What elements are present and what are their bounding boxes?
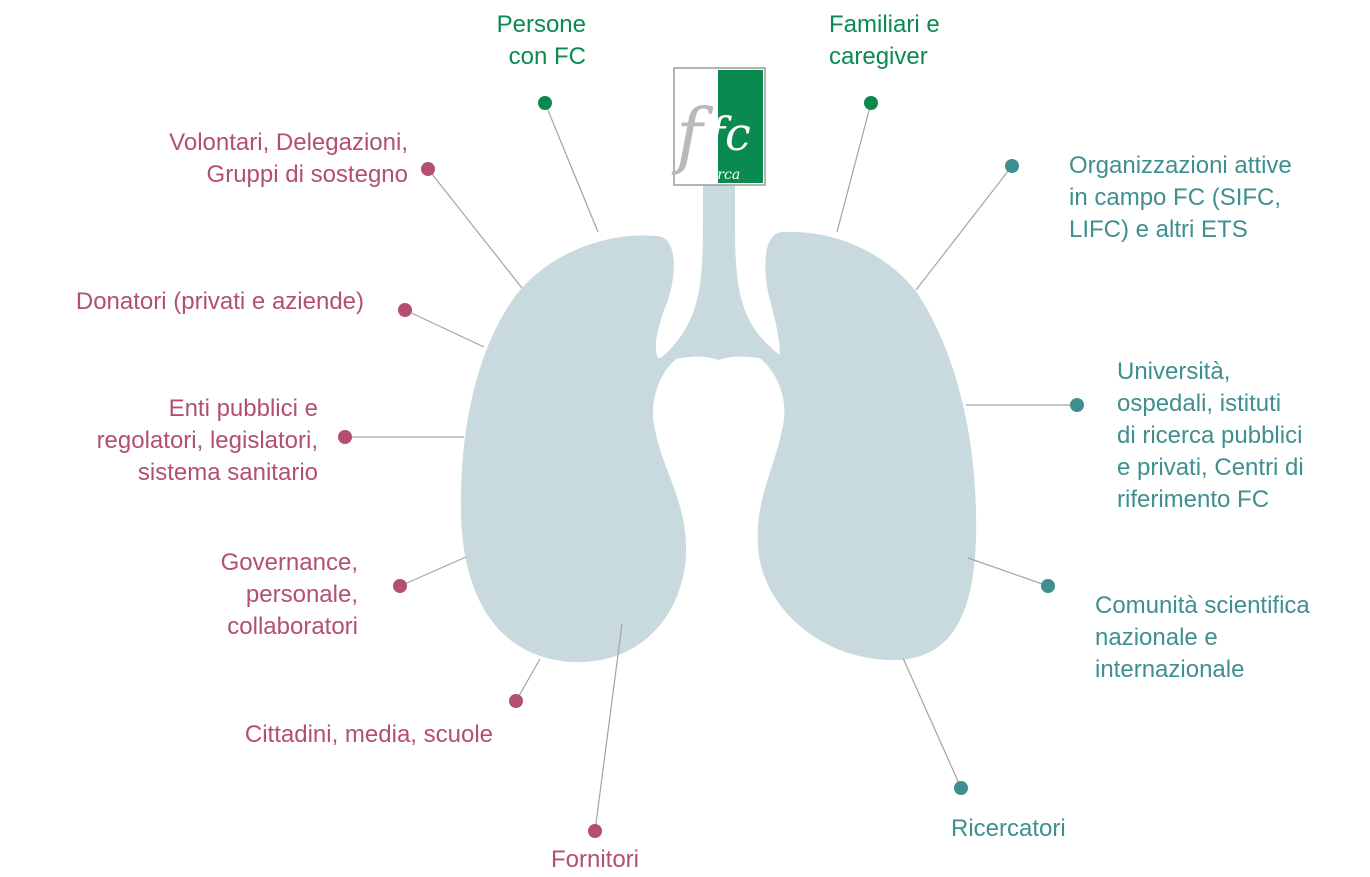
label-ricercatori: Ricercatori <box>951 813 1151 845</box>
connector-dot-volontari <box>421 162 435 176</box>
logo-letters-fc: fc <box>705 107 751 161</box>
label-enti-pubblici: Enti pubblici e regolatori, legislatori,… <box>10 393 318 489</box>
label-familiari-caregiver: Familiari e caregiver <box>829 9 1049 73</box>
connector-dot-donatori <box>398 303 412 317</box>
connector-dot-comunita <box>1041 579 1055 593</box>
connector-line-governance <box>400 557 466 586</box>
connector-dot-ricercatori <box>954 781 968 795</box>
lungs-illustration <box>461 185 976 662</box>
connector-line-donatori <box>405 310 484 347</box>
connector-dot-enti <box>338 430 352 444</box>
connector-line-organizzazioni <box>916 166 1012 290</box>
label-governance-personale: Governance, personale, collaboratori <box>100 547 358 643</box>
label-volontari-delegazioni: Volontari, Delegazioni, Gruppi di sosteg… <box>60 127 408 191</box>
label-universita-ospedali: Università, ospedali, istituti di ricerc… <box>1117 356 1367 516</box>
connector-dot-governance <box>393 579 407 593</box>
connector-dot-organizzazioni <box>1005 159 1019 173</box>
label-comunita-scientifica: Comunità scientifica nazionale e interna… <box>1095 590 1367 686</box>
label-donatori: Donatori (privati e aziende) <box>10 286 364 318</box>
label-organizzazioni: Organizzazioni attive in campo FC (SIFC,… <box>1069 150 1364 246</box>
logo-word-ricerca: ricerca <box>690 167 740 183</box>
connector-dot-persone <box>538 96 552 110</box>
connector-line-cittadini <box>516 659 540 701</box>
connector-line-familiari <box>837 103 871 232</box>
label-cittadini-media-scuole: Cittadini, media, scuole <box>140 719 493 751</box>
label-persone-con-fc: Persone con FC <box>430 9 586 73</box>
connector-dot-familiari <box>864 96 878 110</box>
label-fornitori: Fornitori <box>480 844 710 876</box>
connector-line-ricercatori <box>903 658 961 788</box>
connector-dot-universita <box>1070 398 1084 412</box>
left-lung <box>461 235 686 662</box>
connector-line-comunita <box>968 558 1048 586</box>
right-lung <box>757 232 976 660</box>
connector-dot-fornitori <box>588 824 602 838</box>
ffc-ricerca-logo: f fc ricerca <box>671 68 765 185</box>
connector-line-volontari <box>428 169 522 288</box>
connector-line-persone <box>545 103 598 232</box>
connector-dot-cittadini <box>509 694 523 708</box>
